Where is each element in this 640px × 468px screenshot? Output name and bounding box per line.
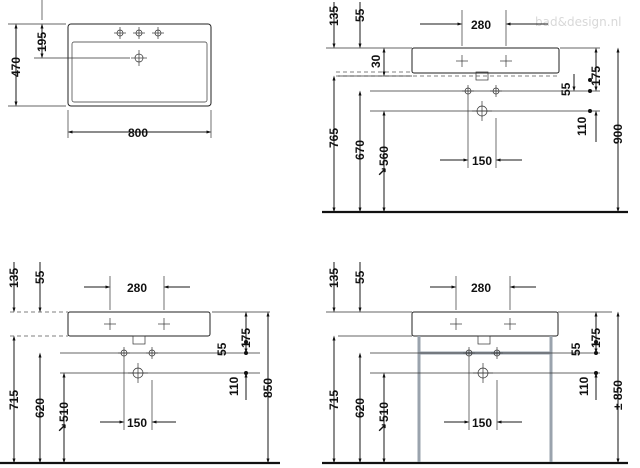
dim-175: 175: [589, 328, 603, 348]
dim-135: 135: [7, 268, 21, 288]
svg-text:↗: ↗: [377, 165, 387, 179]
basin-stand-outline: [411, 311, 559, 337]
dim-150: 150: [472, 416, 492, 430]
watermark: bad&design.nl: [535, 15, 622, 29]
dim-55b: 55: [215, 342, 229, 356]
dim-175: 175: [589, 66, 603, 86]
dim-faucet-offset: 195: [35, 32, 49, 52]
svg-text:↗: ↗: [57, 421, 67, 435]
dim-510: 510: [377, 402, 391, 422]
dim-55b: 55: [569, 342, 583, 356]
dim-280: 280: [471, 18, 491, 32]
dim-55: 55: [353, 270, 367, 284]
dim-110: 110: [577, 376, 591, 396]
dim-width: 800: [128, 126, 148, 140]
dim-55: 55: [33, 270, 47, 284]
dim-110: 110: [227, 376, 241, 396]
dim-55b: 55: [559, 82, 573, 96]
front-view-stand: 280 135 55 715 620 510 ↗ 150 175 55 110 …: [322, 262, 628, 465]
side-view-wall: 280 135 55 30 765 670 560 ↗ 150 175: [322, 2, 628, 214]
dim-55: 55: [353, 8, 367, 22]
dim-715: 715: [327, 390, 341, 410]
basin-front-outline: [67, 311, 211, 337]
basin-top-outline: [67, 23, 212, 107]
dim-900: 900: [611, 124, 625, 144]
dim-850: ± 850: [611, 380, 625, 410]
dim-280: 280: [471, 281, 491, 295]
dim-150: 150: [472, 154, 492, 168]
dim-135: 135: [327, 6, 341, 26]
dim-depth: 470: [9, 57, 23, 77]
dim-560: 560: [377, 146, 391, 166]
dim-620: 620: [33, 398, 47, 418]
dim-30: 30: [369, 54, 383, 68]
front-view-wall: 280 135 55 715 620 510 ↗ 150 175 55 110 …: [0, 262, 280, 465]
dim-620: 620: [353, 398, 367, 418]
dim-175: 175: [239, 328, 253, 348]
dim-765: 765: [327, 128, 341, 148]
stand-frame: [417, 336, 553, 462]
dim-150: 150: [127, 416, 147, 430]
dim-670: 670: [353, 140, 367, 160]
tap-hole-icons: [114, 27, 164, 66]
basin-side-outline: [411, 47, 560, 74]
basin-top-bowl: [71, 41, 208, 103]
dim-110: 110: [575, 116, 589, 136]
dim-850: 850: [261, 378, 275, 398]
dim-510: 510: [57, 402, 71, 422]
svg-text:↗: ↗: [377, 421, 387, 435]
dim-715: 715: [7, 390, 21, 410]
dim-280: 280: [127, 281, 147, 295]
dim-135: 135: [327, 268, 341, 288]
top-view: 800 470 195: [8, 0, 212, 140]
